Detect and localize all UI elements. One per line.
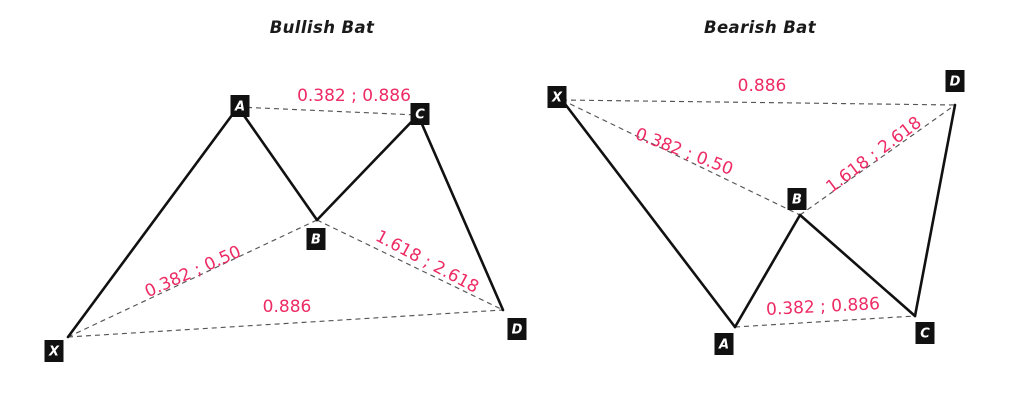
- point-box-d: [507, 318, 527, 340]
- point-marker-x: X: [547, 86, 567, 108]
- point-letter-d: D: [512, 323, 523, 338]
- point-box-c: [410, 103, 430, 125]
- pattern-leg-bc: [798, 213, 917, 318]
- point-letter-a: A: [718, 338, 729, 353]
- pattern-leg-ab: [236, 105, 319, 222]
- point-marker-a: A: [230, 95, 250, 117]
- point-marker-c: C: [915, 322, 935, 344]
- ratio-label-bd-extension: 1.618 ; 2.618: [372, 226, 482, 297]
- ratio-line-xd: [561, 99, 956, 106]
- ratio-label-xb-retracement: 0.382 ; 0.50: [632, 124, 735, 180]
- point-letter-x: X: [551, 91, 563, 106]
- point-marker-a: A: [714, 333, 734, 355]
- point-marker-x: X: [44, 340, 64, 362]
- ratio-label-ab-retracement: 0.382 ; 0.886: [297, 86, 411, 106]
- pattern-leg-bc: [315, 113, 420, 222]
- ratio-line-xb: [561, 99, 801, 216]
- point-box-d: [945, 70, 965, 92]
- point-marker-b: B: [306, 228, 326, 250]
- point-letter-b: B: [311, 233, 321, 248]
- ratio-line-xb: [67, 219, 318, 338]
- pattern-leg-ab: [733, 213, 802, 329]
- point-box-b: [787, 188, 807, 210]
- chart-title-bullish-bat: Bullish Bat: [270, 18, 375, 37]
- point-letter-c: C: [415, 108, 425, 123]
- point-box-a: [230, 95, 250, 117]
- ratio-label-xb-retracement: 0.382 ; 0.50: [142, 242, 244, 302]
- point-marker-c: C: [410, 103, 430, 125]
- ratio-line-bd: [316, 219, 504, 311]
- pattern-leg-xa: [560, 98, 737, 329]
- chart-bearish-bat: 0.886 0.382 ; 0.50 1.618 ; 2.618 0.382 ; 0.…: [547, 18, 965, 355]
- point-marker-d: D: [507, 318, 527, 340]
- ratio-line-ac: [734, 315, 916, 328]
- point-letter-x: X: [48, 345, 60, 360]
- ratio-line-bd: [799, 104, 956, 216]
- chart-title-bearish-bat: Bearish Bat: [704, 18, 817, 37]
- point-letter-d: D: [950, 75, 961, 90]
- point-marker-d: D: [945, 70, 965, 92]
- point-box-a: [714, 333, 734, 355]
- point-box-b: [306, 228, 326, 250]
- point-letter-c: C: [920, 327, 930, 342]
- point-box-c: [915, 322, 935, 344]
- point-letter-a: A: [234, 100, 245, 115]
- ratio-label-bd-extension: 1.618 ; 2.618: [823, 113, 926, 198]
- ratio-label-xd-retracement: 0.886: [738, 76, 787, 96]
- ratio-label-xd-retracement: 0.886: [263, 297, 312, 317]
- ratio-line-xd: [67, 309, 504, 338]
- pattern-leg-xa: [66, 105, 240, 339]
- point-letter-b: B: [792, 193, 802, 208]
- ratio-line-ac: [237, 106, 419, 116]
- point-marker-b: B: [787, 188, 807, 210]
- point-box-x: [44, 340, 64, 362]
- ratio-label-ac-retracement: 0.382 ; 0.886: [766, 294, 881, 320]
- point-box-x: [547, 86, 567, 108]
- pattern-leg-cd: [913, 103, 957, 318]
- chart-bullish-bat: 0.382 ; 0.886 0.382 ; 0.50 1.618 ; 2.618 0.…: [44, 18, 527, 362]
- pattern-leg-cd: [416, 113, 505, 312]
